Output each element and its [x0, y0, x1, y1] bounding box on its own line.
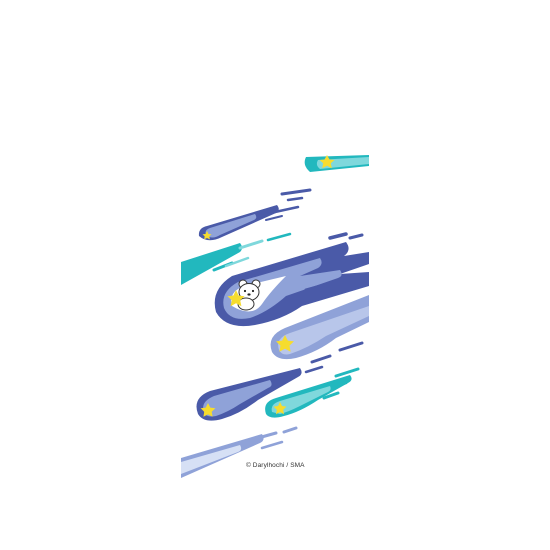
comet-lavender-right — [270, 295, 369, 374]
comet-main — [214, 232, 369, 327]
copyright-credit: © Darylhochi / SMA — [246, 462, 305, 469]
star-icon — [202, 231, 212, 240]
comet-top-right — [280, 155, 369, 202]
star-icon — [273, 402, 287, 415]
star-icon — [227, 290, 245, 307]
star-icon — [276, 335, 294, 352]
comet-lower-teal — [265, 367, 360, 418]
comet-small-navy — [198, 205, 300, 241]
comet-lower-navy — [196, 368, 302, 421]
comet-teal-left — [181, 232, 292, 285]
star-icon — [319, 155, 335, 169]
comet-bottom-periwinkle — [181, 426, 298, 478]
star-icon — [200, 403, 216, 417]
